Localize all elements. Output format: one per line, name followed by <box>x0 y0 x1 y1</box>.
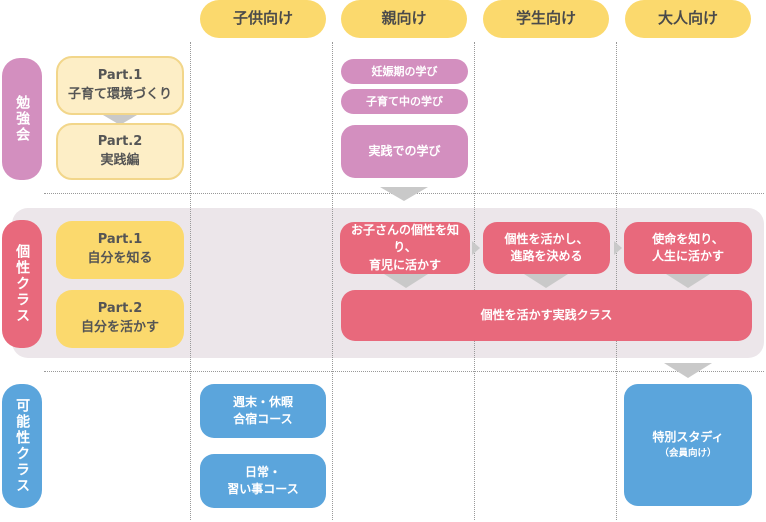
arrow-down-icon <box>384 274 428 288</box>
personality-practice-class[interactable]: 個性を活かす実践クラス <box>341 290 752 341</box>
grid-line-v2 <box>332 42 333 520</box>
study-part2[interactable]: Part.2 実践編 <box>56 123 184 180</box>
study-part1[interactable]: Part.1 子育て環境づくり <box>56 56 184 115</box>
personality-parent-box[interactable]: お子さんの個性を知り、 育児に活かす <box>340 222 470 274</box>
column-header-child: 子供向け <box>200 0 326 38</box>
arrow-right-icon <box>614 241 622 255</box>
possibility-special-study[interactable]: 特別スタディ （会員向け） <box>624 384 752 506</box>
arrow-down-icon <box>380 187 428 201</box>
row-label-study: 勉強会 <box>2 58 42 180</box>
grid-line-h2 <box>44 371 764 372</box>
row-label-possibility: 可能性クラス <box>2 384 42 508</box>
arrow-down-icon <box>666 274 710 288</box>
personality-student-box[interactable]: 個性を活かし、 進路を決める <box>483 222 610 274</box>
possibility-camp-course[interactable]: 週末・休暇 合宿コース <box>200 384 326 438</box>
possibility-daily-course[interactable]: 日常・ 習い事コース <box>200 454 326 508</box>
personality-part2[interactable]: Part.2 自分を活かす <box>56 290 184 348</box>
column-header-parent: 親向け <box>341 0 467 38</box>
grid-line-v1 <box>190 42 191 520</box>
arrow-right-icon <box>472 241 480 255</box>
grid-line-v4 <box>616 42 617 520</box>
special-study-label: 特別スタディ <box>652 430 724 445</box>
grid-line-v3 <box>474 42 475 520</box>
row-label-personality: 個性クラス <box>2 220 42 348</box>
column-header-adult: 大人向け <box>625 0 751 38</box>
personality-part1[interactable]: Part.1 自分を知る <box>56 221 184 279</box>
arrow-down-icon <box>524 274 568 288</box>
personality-adult-box[interactable]: 使命を知り、 人生に活かす <box>624 222 752 274</box>
arrow-down-icon <box>103 115 137 125</box>
special-study-note: （会員向け） <box>659 447 717 459</box>
arrow-down-icon <box>664 363 712 378</box>
parent-study-practice[interactable]: 実践での学び <box>341 125 468 178</box>
parent-study-childrearing[interactable]: 子育て中の学び <box>341 89 468 114</box>
parent-study-pregnancy[interactable]: 妊娠期の学び <box>341 59 468 84</box>
column-header-student: 学生向け <box>483 0 609 38</box>
